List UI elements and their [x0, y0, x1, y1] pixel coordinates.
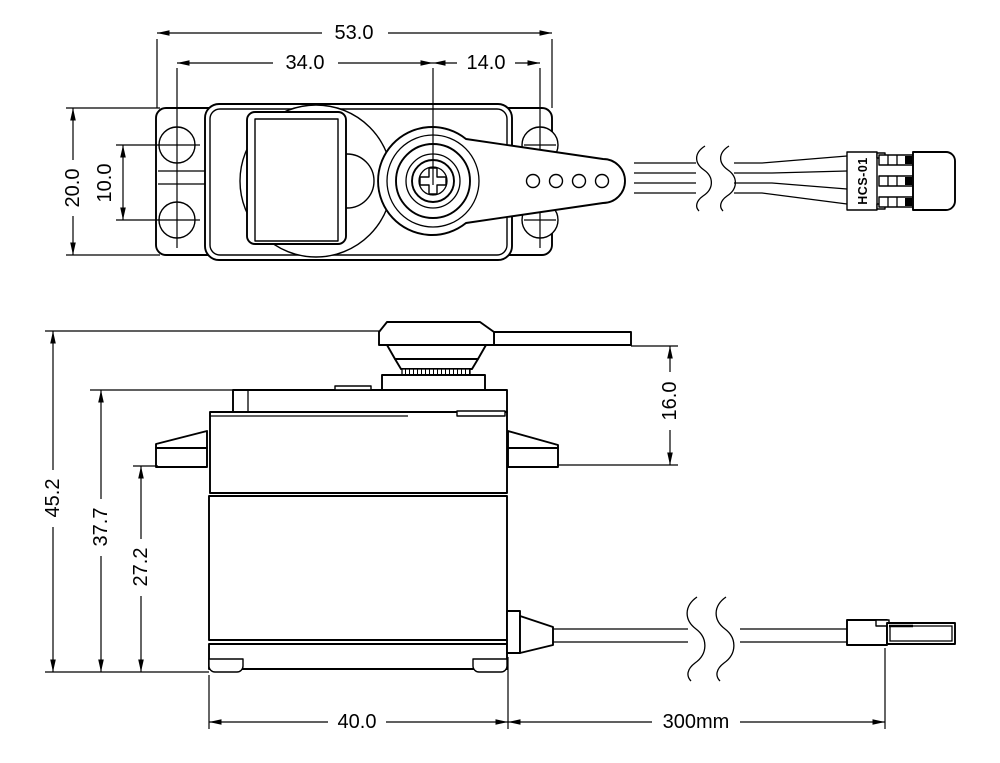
- cable-break-symbol: [719, 145, 737, 212]
- horn-hole: [548, 173, 564, 189]
- cable-top-view: [634, 145, 848, 212]
- dim-mount-to-shaft: 34.0: [286, 52, 325, 74]
- shaft-mount-block: [381, 374, 486, 391]
- horn-hole: [571, 173, 587, 189]
- side-view-dimensions: 45.2 37.7 27.2 16.0 40.0 300mm: [42, 330, 886, 733]
- horn-arm: [493, 331, 632, 346]
- dim-flange-height: 27.2: [130, 548, 152, 587]
- left-mounting-ear: [116, 68, 205, 248]
- connector-side-view: [846, 619, 956, 646]
- side-view: 45.2 37.7 27.2 16.0 40.0 300mm: [42, 321, 956, 733]
- connector-top-view: HCS-01: [846, 151, 956, 211]
- dim-overall-width: 53.0: [335, 22, 374, 44]
- cable-break-symbol: [695, 145, 713, 212]
- horn-hub-cap: [378, 321, 495, 346]
- dim-shaft-to-mount: 14.0: [467, 52, 506, 74]
- case-foot: [208, 658, 244, 673]
- dim-case-length: 40.0: [338, 711, 377, 733]
- right-ear-side: [507, 430, 559, 468]
- dim-horn-above-flange: 16.0: [659, 382, 681, 421]
- dim-hole-spacing: 10.0: [94, 164, 116, 203]
- connector-pins: [878, 154, 914, 208]
- cable-grommet: [506, 610, 521, 654]
- connector-pin-shroud: [886, 622, 956, 645]
- cable-side-view: [506, 596, 847, 682]
- left-ear-side: [155, 430, 208, 468]
- connector-body: [846, 151, 878, 211]
- servo-case-side-view: [208, 385, 508, 673]
- horn-hole: [525, 173, 541, 189]
- case-foot: [472, 658, 508, 673]
- dim-case-top-height: 37.7: [90, 508, 112, 547]
- horn-hole: [594, 173, 610, 189]
- strain-relief-cone: [519, 615, 554, 654]
- servo-horn-side-view: [378, 321, 632, 391]
- dim-cable-length: 300mm: [663, 711, 730, 733]
- top-view: HCS-01 53.0 34.0 14.0 20.0 10.0: [62, 22, 956, 261]
- connector-label: HCS-01: [856, 157, 870, 204]
- top-view-dimensions: 53.0 34.0 14.0 20.0 10.0: [62, 22, 553, 256]
- cable-break-symbol: [686, 596, 706, 682]
- connector-housing: [912, 151, 956, 211]
- cable-break-symbol: [715, 596, 735, 682]
- dim-overall-height: 45.2: [42, 479, 64, 518]
- dim-flange-depth: 20.0: [62, 169, 84, 208]
